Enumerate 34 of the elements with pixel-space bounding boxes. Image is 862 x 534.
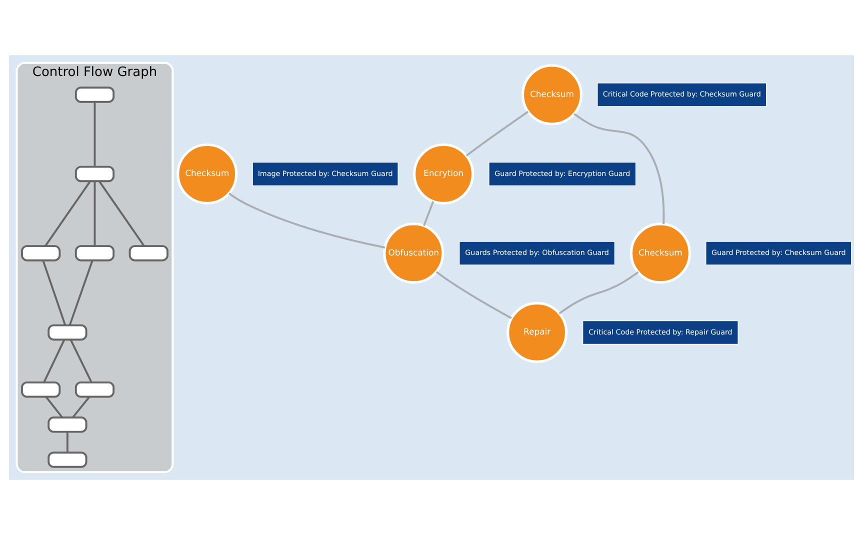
connector: [435, 270, 512, 318]
connector: [422, 200, 434, 226]
connector: [93, 180, 96, 246]
connector: [44, 396, 62, 418]
node-box: [74, 244, 114, 261]
connector: [72, 396, 90, 418]
node-box: [47, 451, 87, 468]
node-box: [20, 380, 60, 398]
node-circle: Checksum: [176, 142, 238, 204]
node-box: [128, 244, 168, 261]
node-box: [47, 324, 87, 340]
connector: [98, 180, 144, 246]
connector: [93, 102, 96, 166]
connector: [66, 431, 68, 452]
node-box: [74, 165, 114, 182]
connector: [558, 270, 638, 314]
node-box: [47, 416, 87, 432]
connector: [42, 260, 66, 325]
node-circle: Checksum: [629, 222, 690, 284]
connector: [68, 260, 93, 325]
connector: [228, 192, 385, 248]
connector: [573, 112, 664, 224]
connector: [465, 110, 528, 156]
node-box: [74, 380, 114, 398]
node-circle: Obfuscation: [382, 222, 444, 284]
cluster: Control Flow Graph: [15, 61, 174, 473]
node-circle: Checksum: [520, 64, 582, 125]
node-box: [74, 86, 114, 102]
node-circle: Repair: [506, 301, 568, 362]
connector: [42, 338, 65, 382]
connector: [44, 180, 90, 246]
connector: [69, 338, 92, 382]
node-box: [20, 244, 60, 261]
node-circle: Encrytion: [412, 142, 474, 204]
